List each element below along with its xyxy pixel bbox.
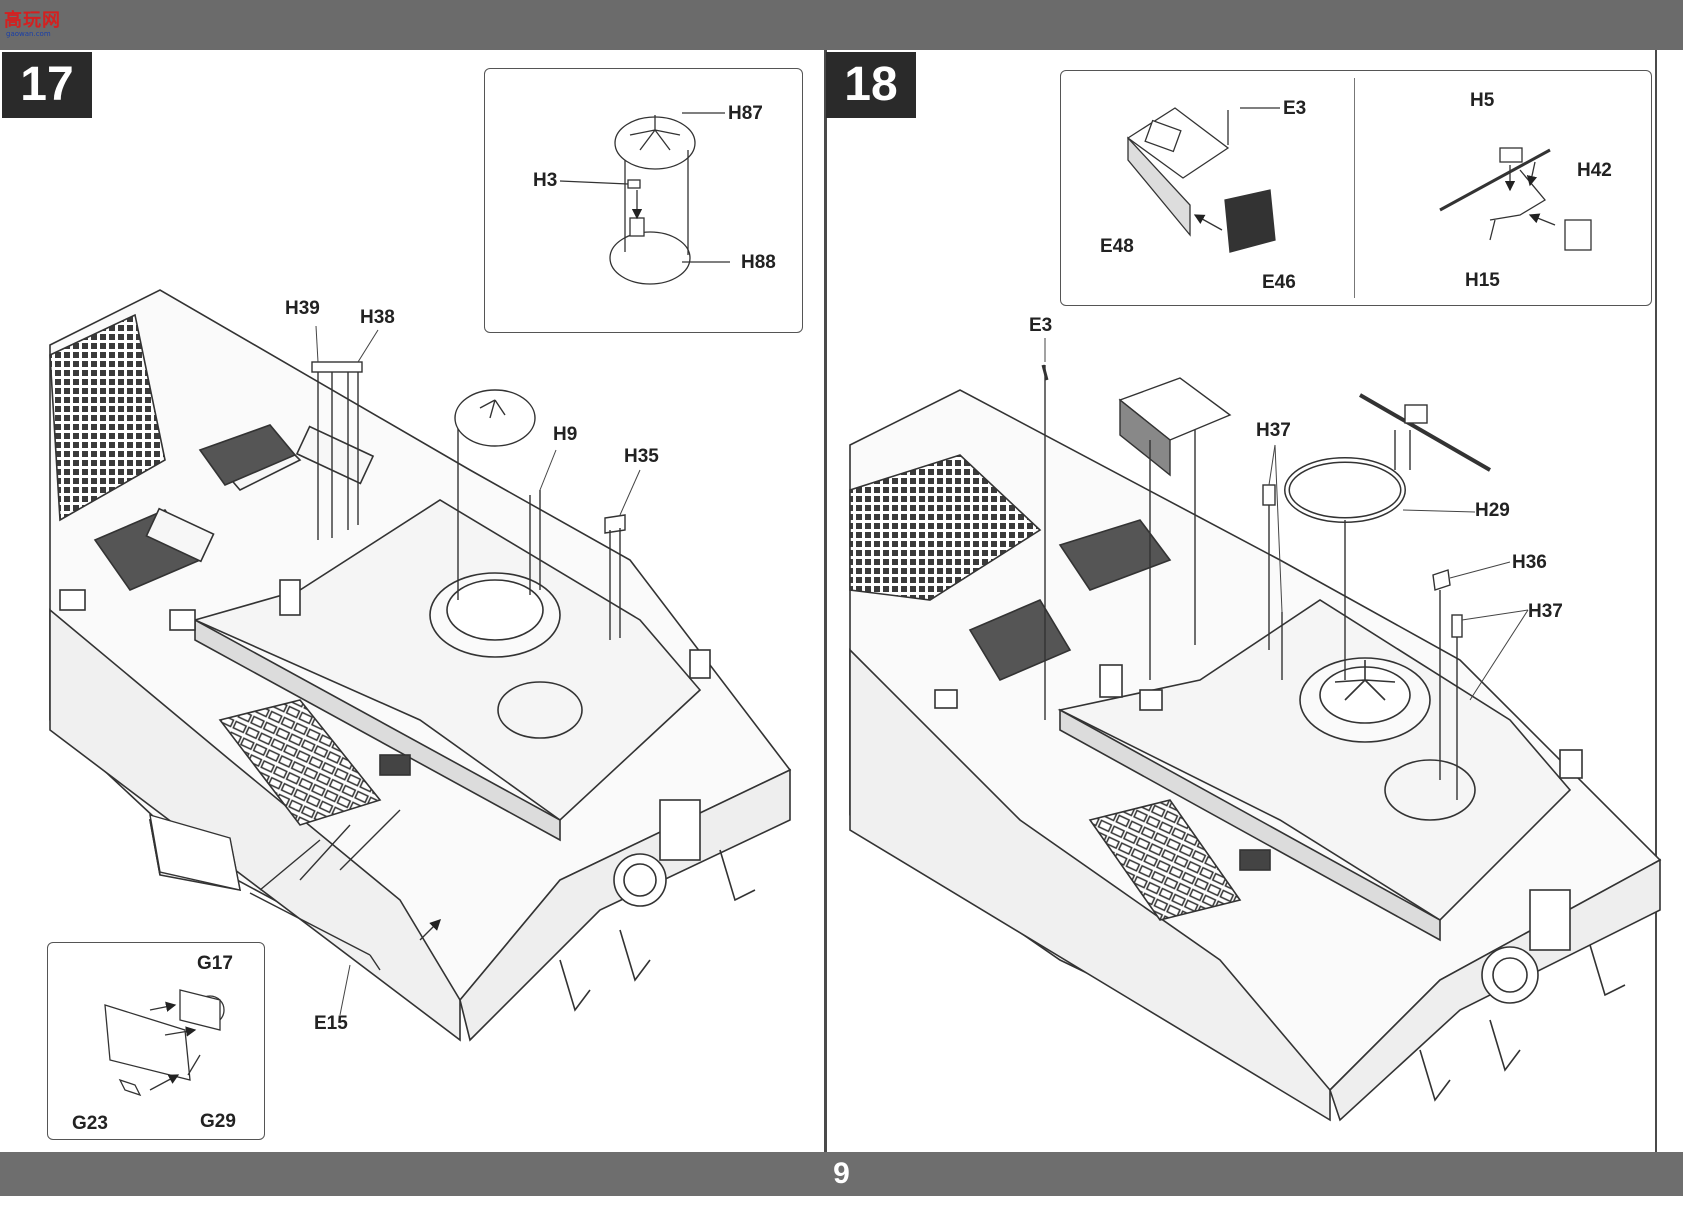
hatch-inset-drawing [559, 112, 730, 285]
label-h36: H36 [1512, 552, 1547, 573]
label-h88: H88 [741, 252, 776, 273]
step-18-hull [849, 389, 1662, 1122]
label-e48: E48 [1100, 236, 1134, 257]
label-h37-top: H37 [1256, 420, 1291, 441]
step-18-inset-divider [1354, 78, 1355, 298]
page-number: 9 [833, 1157, 850, 1190]
right-edge-line [1655, 50, 1657, 1152]
step-17-hatch-inset [484, 68, 803, 333]
panel-divider [824, 50, 827, 1152]
label-h87: H87 [728, 103, 763, 124]
label-h29: H29 [1475, 500, 1510, 521]
bottom-band [0, 1152, 1683, 1196]
step-17-parts [149, 361, 626, 971]
label-g29: G29 [200, 1111, 236, 1132]
top-band [0, 0, 1683, 50]
label-e15: E15 [314, 1013, 348, 1034]
toolbox-inset-drawing [104, 989, 225, 1097]
logo-text: 高玩网 [4, 10, 61, 31]
label-h9: H9 [553, 424, 578, 445]
step-17-hull [49, 289, 792, 1042]
step-18-parts [1041, 364, 1491, 800]
label-h3: H3 [533, 170, 558, 191]
label-h39: H39 [285, 298, 320, 319]
label-e3: E3 [1029, 315, 1053, 336]
step-17-badge: 17 [2, 52, 92, 118]
label-g23: G23 [72, 1113, 108, 1134]
label-h35: H35 [624, 446, 659, 467]
site-logo: 高玩网 gaowan.com [4, 6, 70, 40]
label-h15: H15 [1465, 270, 1500, 291]
label-h38: H38 [360, 307, 395, 328]
label-h42: H42 [1577, 160, 1612, 181]
label-h5: H5 [1470, 90, 1495, 111]
label-h37-right: H37 [1528, 601, 1563, 622]
leader-lines [315, 325, 1529, 1016]
label-e46: E46 [1262, 272, 1296, 293]
logo-subtext: gaowan.com [6, 30, 51, 38]
label-e3-inset: E3 [1283, 98, 1307, 119]
parts-inset-drawing [1126, 107, 1592, 253]
step-18-badge: 18 [826, 52, 916, 118]
label-g17: G17 [197, 953, 233, 974]
